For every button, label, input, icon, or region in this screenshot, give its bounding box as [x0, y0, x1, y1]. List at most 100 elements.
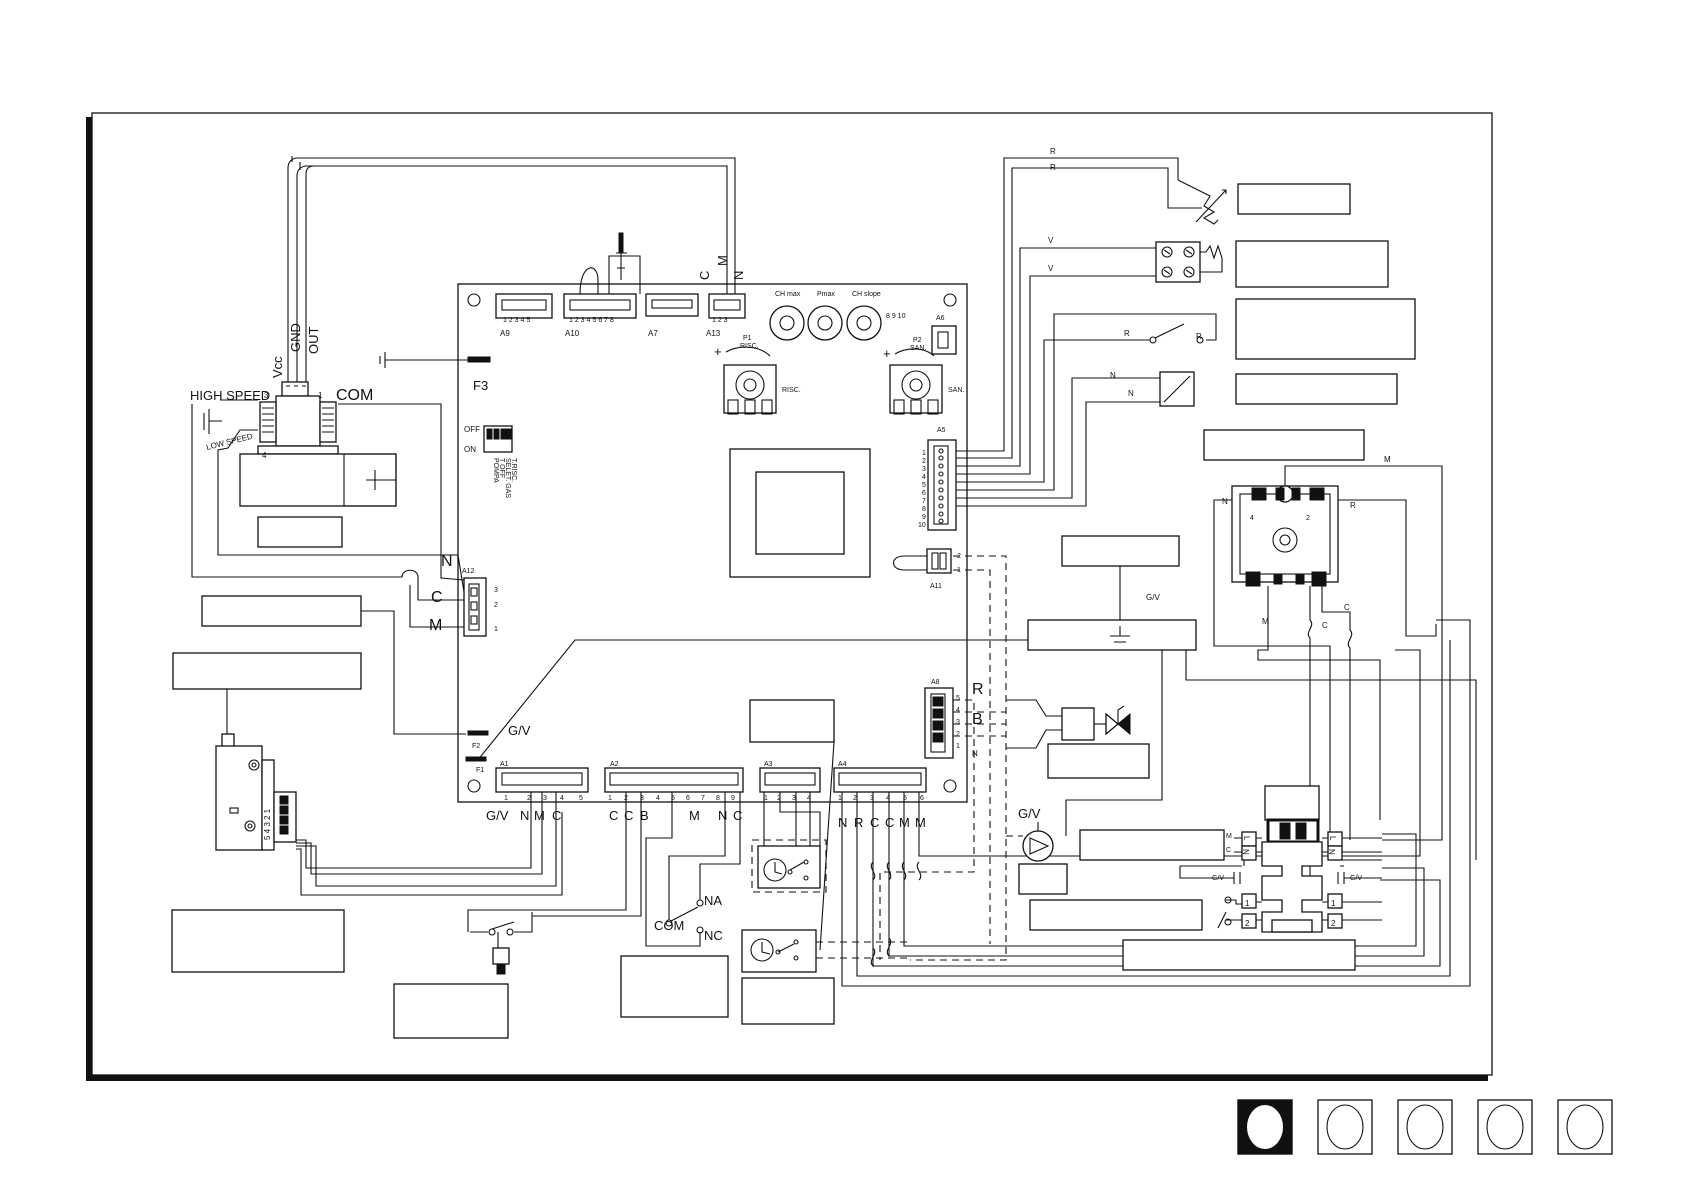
svg-text:C: C — [885, 815, 894, 830]
safety-thermostat — [741, 929, 910, 973]
page-marker-3 — [1397, 1099, 1453, 1155]
svg-text:A11: A11 — [930, 583, 942, 590]
diverter-valve-wires — [1213, 465, 1443, 876]
left-caption-3 — [171, 909, 345, 973]
dashed-wires — [879, 555, 1007, 961]
svg-text:C: C — [870, 815, 879, 830]
svg-text:3: 3 — [792, 795, 796, 802]
fuse-f1: F1 G/V — [465, 723, 531, 774]
ntc-sensor-1 — [1177, 179, 1227, 225]
sensor-probe — [579, 232, 641, 295]
svg-text:6: 6 — [686, 795, 690, 802]
dip-switch: OFF ON POMPA T OFF SELET. GAS T.RISC. — [464, 425, 517, 498]
circulation-pump: G/V — [1006, 806, 1054, 862]
right-caption-7 — [1079, 829, 1225, 861]
svg-text:N: N — [718, 808, 727, 823]
pump-caption — [1018, 863, 1068, 895]
pot-pmax: Pmax — [807, 291, 843, 341]
svg-text:M: M — [1226, 833, 1232, 840]
fuse-f2: F2 — [467, 730, 489, 750]
svg-text:C: C — [431, 589, 443, 606]
fan-motor: 3 1 4 HIGH SPEED COM LOW SPEED — [190, 381, 397, 507]
a1-wire-letters: G/V N M C — [486, 808, 561, 823]
svg-text:T.RISC.: T.RISC. — [510, 458, 517, 482]
svg-text:C: C — [697, 271, 712, 280]
svg-text:8: 8 — [922, 506, 926, 513]
svg-text:M: M — [915, 815, 926, 830]
svg-text:1: 1 — [1331, 899, 1336, 908]
svg-text:POMPA: POMPA — [492, 458, 499, 483]
svg-text:1: 1 — [608, 795, 612, 802]
svg-text:NA: NA — [704, 893, 722, 908]
svg-text:G/V: G/V — [508, 723, 531, 738]
svg-text:NC: NC — [704, 928, 723, 943]
svg-text:A10: A10 — [565, 329, 580, 338]
svg-text:4: 4 — [262, 451, 267, 460]
svg-text:6: 6 — [922, 490, 926, 497]
svg-text:V: V — [1048, 236, 1054, 245]
svg-text:C: C — [1226, 847, 1231, 854]
svg-text:A12: A12 — [462, 568, 475, 575]
a5-wires: R R V V R R N N — [956, 147, 1217, 507]
svg-text:8: 8 — [716, 795, 720, 802]
svg-text:+: + — [714, 344, 722, 359]
svg-text:N: N — [520, 808, 529, 823]
svg-text:1: 1 — [956, 743, 960, 750]
connector-a5: A5 12 34 56 78 910 — [918, 427, 957, 531]
svg-text:A2: A2 — [610, 761, 619, 768]
svg-text:R: R — [1124, 329, 1130, 338]
pot-ch-max: CH max — [769, 291, 805, 341]
fuse-f3: F3 — [379, 352, 491, 393]
svg-text:3: 3 — [494, 587, 498, 594]
svg-text:Pmax: Pmax — [817, 291, 835, 298]
svg-text:1: 1 — [838, 795, 842, 802]
svg-text:1: 1 — [922, 450, 926, 457]
room-thermostat-switch: NA COM NC — [645, 792, 741, 947]
svg-text:1 2 3 4 5: 1 2 3 4 5 — [503, 317, 530, 324]
svg-text:F1: F1 — [476, 767, 484, 774]
trimmer-p2: P2 SAN. + SAN. — [883, 337, 964, 415]
svg-text:4: 4 — [807, 795, 811, 802]
control-board — [457, 283, 968, 803]
gas-valve-body — [1261, 785, 1323, 933]
svg-text:GND: GND — [288, 323, 303, 352]
svg-text:2: 2 — [777, 795, 781, 802]
svg-text:V: V — [1048, 264, 1054, 273]
svg-text:N: N — [1327, 849, 1336, 855]
svg-text:2: 2 — [956, 731, 960, 738]
svg-text:5 4 3 2 1: 5 4 3 2 1 — [263, 808, 272, 840]
svg-text:4: 4 — [656, 795, 660, 802]
svg-text:F2: F2 — [472, 743, 480, 750]
svg-text:3: 3 — [543, 795, 547, 802]
svg-text:M: M — [1262, 617, 1269, 626]
svg-text:+: + — [883, 346, 891, 361]
svg-text:A1: A1 — [500, 761, 509, 768]
solenoid — [1159, 371, 1195, 407]
svg-text:2: 2 — [1331, 919, 1336, 928]
svg-text:G/V: G/V — [1146, 593, 1160, 602]
svg-text:B: B — [640, 808, 649, 823]
pot-ch-slope: CH slope 8 9 10 — [846, 291, 906, 341]
connector-a7: A7 — [645, 293, 699, 338]
svg-text:R: R — [1050, 147, 1056, 156]
svg-text:3: 3 — [870, 795, 874, 802]
svg-text:SAN.: SAN. — [948, 387, 964, 394]
connector-a10: 1 2 3 4 5 6 7 8 A10 — [563, 293, 637, 338]
svg-text:RISC.: RISC. — [782, 387, 801, 394]
svg-text:B: B — [972, 711, 983, 728]
svg-text:C: C — [609, 808, 618, 823]
terminal-strip-right: L N 1 2 G/V — [1322, 831, 1382, 929]
terminal-strip-left: L N 1 2 M C G/V — [1179, 831, 1262, 929]
pressure-switch — [749, 699, 835, 951]
svg-text:COM: COM — [336, 387, 373, 404]
svg-text:P1: P1 — [743, 335, 752, 342]
ntc-sensor-2 — [1155, 241, 1223, 283]
left-caption-1 — [201, 595, 362, 627]
svg-text:9: 9 — [922, 514, 926, 521]
svg-text:A3: A3 — [764, 761, 773, 768]
svg-text:A8: A8 — [931, 679, 940, 686]
svg-text:L: L — [1242, 836, 1251, 841]
fan-caption-box — [257, 516, 343, 548]
svg-text:4: 4 — [1250, 515, 1254, 522]
